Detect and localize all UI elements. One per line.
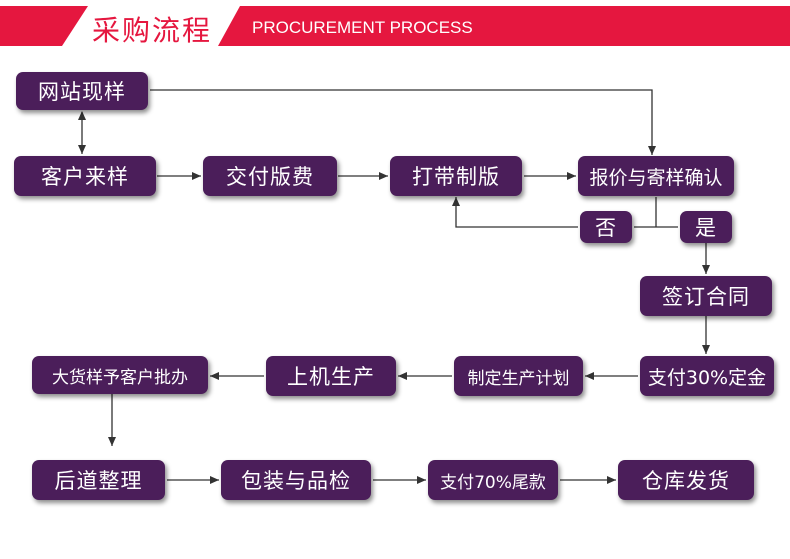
node-pay-deposit: 支付30%定金 bbox=[640, 356, 774, 396]
node-customer-sample: 客户来样 bbox=[14, 156, 156, 196]
node-decision-no: 否 bbox=[580, 211, 632, 243]
node-warehouse-delivery: 仓库发货 bbox=[618, 460, 754, 500]
node-website-sample: 网站现样 bbox=[16, 72, 148, 110]
arrow-no-make bbox=[452, 197, 578, 228]
node-make-plate: 打带制版 bbox=[390, 156, 522, 196]
node-post-processing: 后道整理 bbox=[32, 460, 165, 500]
node-bulk-sample-approval: 大货样予客户批办 bbox=[32, 356, 208, 394]
node-decision-yes: 是 bbox=[680, 211, 732, 243]
node-pay-plate-fee: 交付版费 bbox=[203, 156, 337, 196]
page-subtitle: PROCUREMENT PROCESS bbox=[252, 18, 473, 37]
node-quote-confirm: 报价与寄样确认 bbox=[578, 156, 734, 196]
node-machine-production: 上机生产 bbox=[266, 356, 396, 396]
arrow-website-quote bbox=[150, 89, 656, 155]
node-packing-inspection: 包装与品检 bbox=[221, 460, 371, 500]
header-banner: 采购流程 PROCUREMENT PROCESS bbox=[0, 0, 790, 60]
node-sign-contract: 签订合同 bbox=[640, 276, 772, 316]
header-background bbox=[0, 0, 790, 60]
node-pay-balance: 支付70%尾款 bbox=[428, 460, 558, 500]
page-title: 采购流程 bbox=[92, 14, 213, 47]
node-production-plan: 制定生产计划 bbox=[454, 356, 583, 396]
header-right-band bbox=[218, 6, 790, 46]
header-left-slant bbox=[0, 6, 88, 46]
